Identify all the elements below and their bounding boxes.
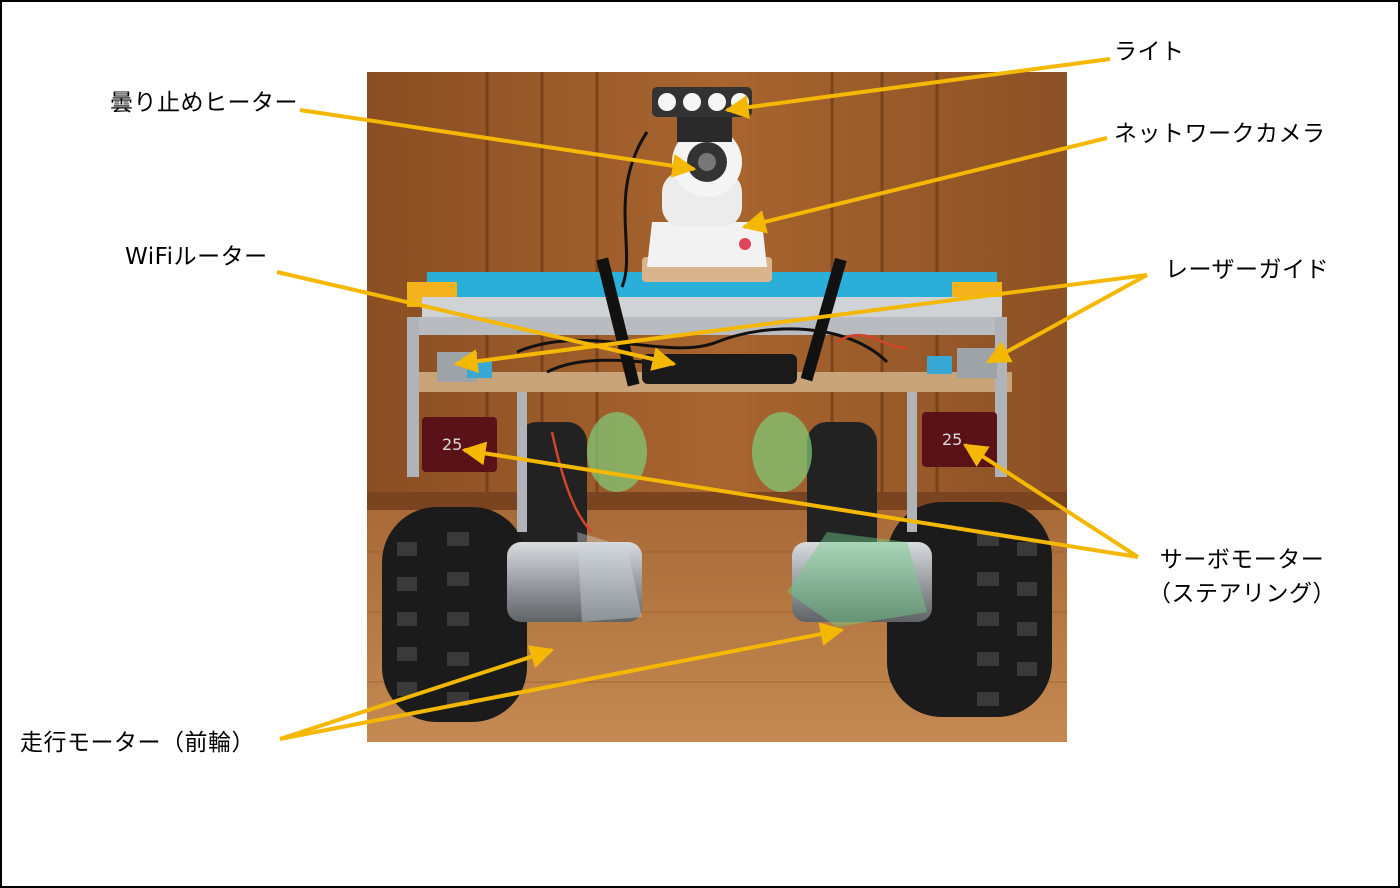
label-light: ライト bbox=[1114, 39, 1185, 65]
label-drive-motor: 走行モーター（前輪） bbox=[20, 730, 255, 756]
arrow-defog-heater bbox=[299, 108, 697, 178]
arrow-servo-left bbox=[461, 441, 1139, 559]
label-servo-motor-line2: （ステアリング） bbox=[1148, 581, 1336, 607]
robot-photo: 25 25 bbox=[367, 72, 1067, 742]
arrow-wifi-router bbox=[276, 270, 677, 371]
arrow-drive-left bbox=[279, 645, 555, 741]
svg-text:25: 25 bbox=[942, 430, 962, 449]
label-servo-motor: サーボモーター （ステアリング） bbox=[1142, 546, 1342, 608]
label-laser-guide: レーザーガイド bbox=[1165, 257, 1330, 283]
label-wifi-router: WiFiルーター bbox=[125, 244, 268, 270]
arrow-drive-right bbox=[279, 622, 845, 741]
arrow-network-camera bbox=[741, 136, 1108, 234]
arrow-laser-guide-left bbox=[453, 273, 1148, 374]
arrow-laser-guide-right bbox=[985, 273, 1148, 364]
label-servo-motor-line1: サーボモーター bbox=[1159, 547, 1325, 573]
label-network-camera: ネットワークカメラ bbox=[1114, 121, 1326, 147]
arrow-light bbox=[724, 57, 1111, 120]
label-defog-heater: 曇り止めヒーター bbox=[110, 90, 298, 116]
arrow-servo-right bbox=[962, 443, 1140, 559]
svg-text:25: 25 bbox=[442, 435, 462, 454]
